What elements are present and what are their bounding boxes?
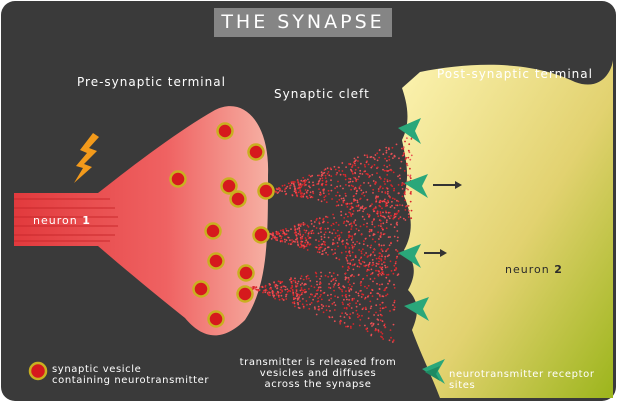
vesicle-icon (259, 184, 274, 199)
release-legend: transmitter is released from vesicles an… (228, 357, 408, 390)
post-synaptic-label: Post-synaptic terminal (437, 67, 593, 81)
vesicle-legend: synaptic vesicle containing neurotransmi… (52, 364, 209, 386)
vesicle-icon (218, 124, 233, 139)
neuron-1-text: neuron (33, 214, 78, 227)
neuron-2-label: neuron 2 (505, 263, 563, 276)
vesicle-icon (239, 266, 254, 281)
release-legend-line2: vesicles and diffuses (228, 368, 408, 379)
pre-synaptic-label: Pre-synaptic terminal (77, 75, 226, 89)
release-legend-line3: across the synapse (228, 379, 408, 390)
receptor-legend-line2: sites (449, 380, 595, 391)
neuron-2-text: neuron (505, 263, 550, 276)
vesicle-icon (249, 145, 264, 160)
vesicle-icon (206, 224, 221, 239)
receptor-legend: neurotransmitter receptor sites (449, 369, 595, 391)
vesicle-legend-line1: synaptic vesicle (52, 364, 209, 375)
vesicle-icon (209, 254, 224, 269)
vesicle-icon (238, 287, 253, 302)
neuron-2-number: 2 (554, 263, 563, 276)
vesicle-icon (194, 282, 209, 297)
post-synaptic-shape (402, 60, 613, 398)
synaptic-cleft-label: Synaptic cleft (274, 87, 370, 101)
vesicle-icon (254, 228, 269, 243)
vesicle-icon (171, 172, 186, 187)
vesicle-icon (209, 312, 224, 327)
neuron-1-label: neuron 1 (33, 214, 91, 227)
title: THE SYNAPSE (214, 8, 392, 37)
vesicle-icon (231, 192, 246, 207)
vesicle-legend-line2: containing neurotransmitter (52, 375, 209, 386)
release-legend-line1: transmitter is released from (228, 357, 408, 368)
receptor-legend-line1: neurotransmitter receptor (449, 369, 595, 380)
neuron-1-number: 1 (82, 214, 91, 227)
vesicle-icon (30, 363, 46, 379)
